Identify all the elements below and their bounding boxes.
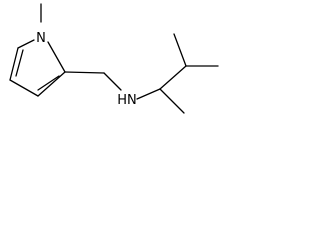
atom-label-ring-nitrogen: N [36,31,46,46]
bond-ring-c2-c3 [37,71,66,97]
skeletal-structure-diagram: N HN [9,3,219,114]
bond-c2-ch2 [64,71,105,74]
bond-ring-c5-n1 [17,39,35,49]
bond-ch2-nh [103,72,122,91]
bond-ch-ch [159,65,187,90]
bond-ring-c4-c5-double [15,49,24,77]
bond-ring-c3-c4 [9,79,39,97]
atom-label-amine: HN [117,93,137,108]
bond-ring-n1-c2 [47,41,66,73]
bond-iso-methyl-up [173,33,187,67]
bond-ring-c3-c3-double [37,75,60,91]
bond-ch-methyl [159,88,185,114]
bond-nh-ch [136,88,161,100]
bond-ring-c4-c5 [9,47,19,81]
